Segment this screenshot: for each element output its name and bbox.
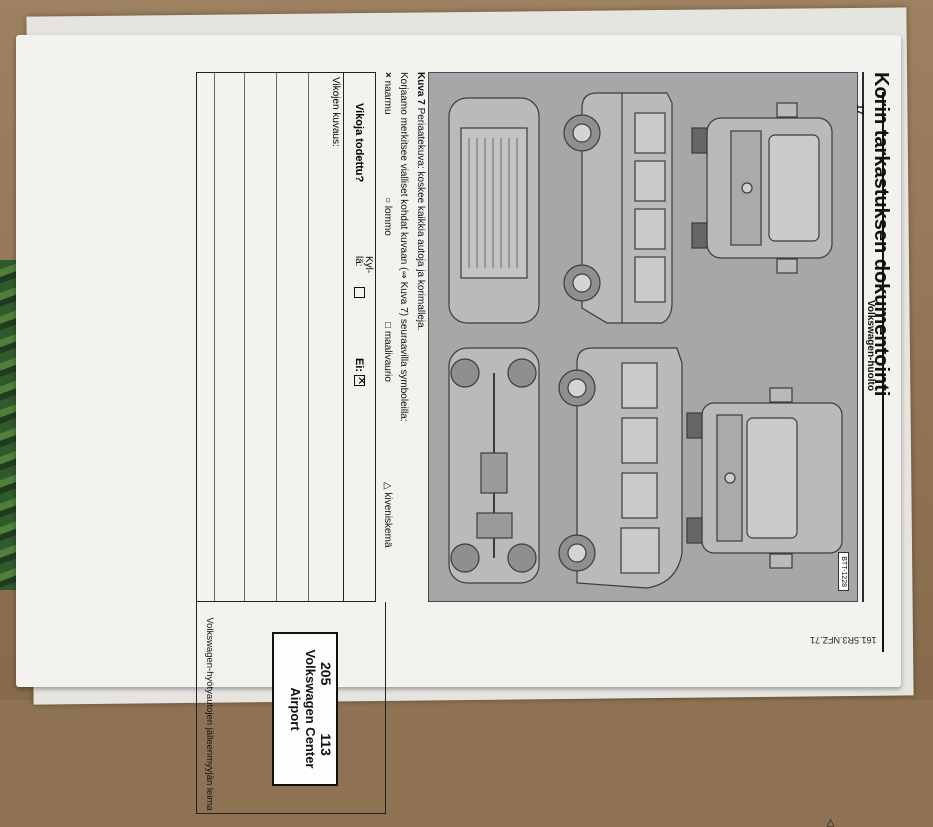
footer-rule <box>882 92 884 652</box>
caption-label: Kuva 7 <box>415 72 426 105</box>
symbol-dent: ○ lommo <box>382 197 393 236</box>
description-line <box>276 73 277 601</box>
stamp-name-line2: Airport <box>288 687 303 731</box>
van-top-view-left <box>448 97 540 324</box>
damage-form: Vikoja todettu? Kyl- lä: Ei: Vikojen kuv… <box>196 72 376 602</box>
van-underbody-view-right <box>448 347 540 584</box>
footer-area: Volkswagen-huolto <box>862 300 882 600</box>
stamp-number-right: 113 <box>318 733 334 756</box>
continue-marker: ◁ <box>825 819 836 827</box>
yes-checkbox[interactable] <box>354 287 365 298</box>
description-label: Vikojen kuvaus: <box>330 77 341 147</box>
van-drawings <box>448 92 843 589</box>
symbol-paint-damage: □ maalivaurio <box>382 322 393 382</box>
van-side-view-left <box>563 92 673 324</box>
yes-label: Kyl- lä: <box>353 256 374 274</box>
rotated-page-content: Korin tarkastuksen dokumentointi <box>38 44 898 827</box>
symbol-scratch: × naarmu <box>382 72 393 115</box>
instruction-text: Korjaamo merkitsee vialliset kohdat kuva… <box>398 72 409 422</box>
dealer-stamp-label: Volkswagen-hyötyautojen jälleenmyyjän le… <box>204 617 215 811</box>
figure-caption: Kuva 7 Periaatekuva: koskee kaikkia auto… <box>415 72 426 330</box>
page-number: 17 <box>854 104 865 116</box>
stamp-number-left: 205 <box>318 662 334 686</box>
no-checkbox-checked[interactable] <box>354 375 365 386</box>
van-front-view-left <box>691 102 833 274</box>
symbol-stone-chip: △ kiveniskemä <box>382 482 393 548</box>
van-side-view-right <box>558 347 683 589</box>
van-front-view-right <box>686 387 843 569</box>
footer-brand: Volkswagen-huolto <box>865 300 876 391</box>
figure-id: BTT-1228 <box>838 552 849 591</box>
vehicle-diagram: BTT-1228 <box>428 72 858 602</box>
form-header: Vikoja todettu? Kyl- lä: Ei: <box>343 73 375 601</box>
stamp-name-line1: Volkswagen Center <box>303 649 318 769</box>
description-line <box>244 73 245 601</box>
damage-question: Vikoja todettu? <box>353 103 365 183</box>
description-line <box>308 73 309 601</box>
no-label: Ei: <box>353 358 365 373</box>
dealer-stamp: 205 113 Volkswagen Center Airport <box>272 632 338 786</box>
caption-text: Periaatekuva: koskee kaikkia autoja ja k… <box>415 107 426 331</box>
description-line <box>214 73 215 601</box>
